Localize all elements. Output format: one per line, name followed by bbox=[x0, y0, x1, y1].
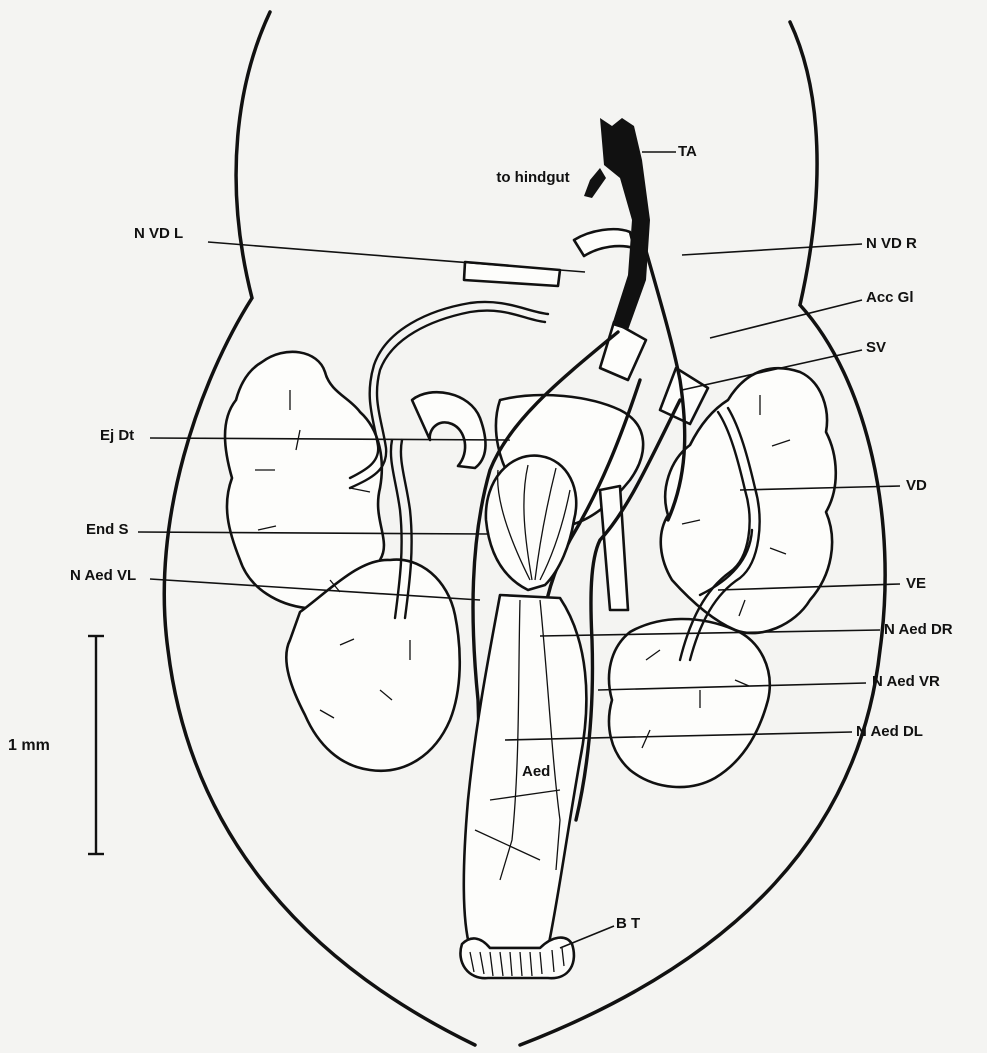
label-n-aed-vr: N Aed VR bbox=[872, 674, 940, 689]
ejaculatory-tube bbox=[600, 486, 628, 610]
label-end-s: End S bbox=[86, 522, 129, 537]
seminal-vesicle-left bbox=[600, 322, 646, 380]
label-n-aed-dl: N Aed DL bbox=[856, 724, 923, 739]
label-sv: SV bbox=[866, 340, 886, 355]
label-to-hindgut: to hindgut bbox=[495, 170, 571, 186]
label-ve: VE bbox=[906, 576, 926, 591]
accessory-gland-upper bbox=[574, 229, 634, 256]
ejaculatory-duct-curl bbox=[412, 392, 485, 468]
label-ta: TA bbox=[678, 144, 697, 159]
testis-right-lower bbox=[609, 619, 770, 787]
label-aed: Aed bbox=[522, 764, 550, 779]
label-acc-gl: Acc Gl bbox=[866, 290, 914, 305]
scale-bar-label: 1 mm bbox=[8, 738, 50, 754]
label-n-aed-vl: N Aed VL bbox=[70, 568, 136, 583]
label-n-vd-r: N VD R bbox=[866, 236, 917, 251]
label-ej-dt: Ej Dt bbox=[100, 428, 134, 443]
label-n-aed-dr: N Aed DR bbox=[884, 622, 953, 637]
terminal-ganglion bbox=[600, 118, 650, 330]
scale-bar bbox=[88, 636, 104, 854]
hindgut-branch bbox=[584, 168, 606, 198]
label-bt: B T bbox=[616, 916, 640, 931]
label-n-vd-l: N VD L bbox=[134, 226, 183, 241]
label-vd: VD bbox=[906, 478, 927, 493]
